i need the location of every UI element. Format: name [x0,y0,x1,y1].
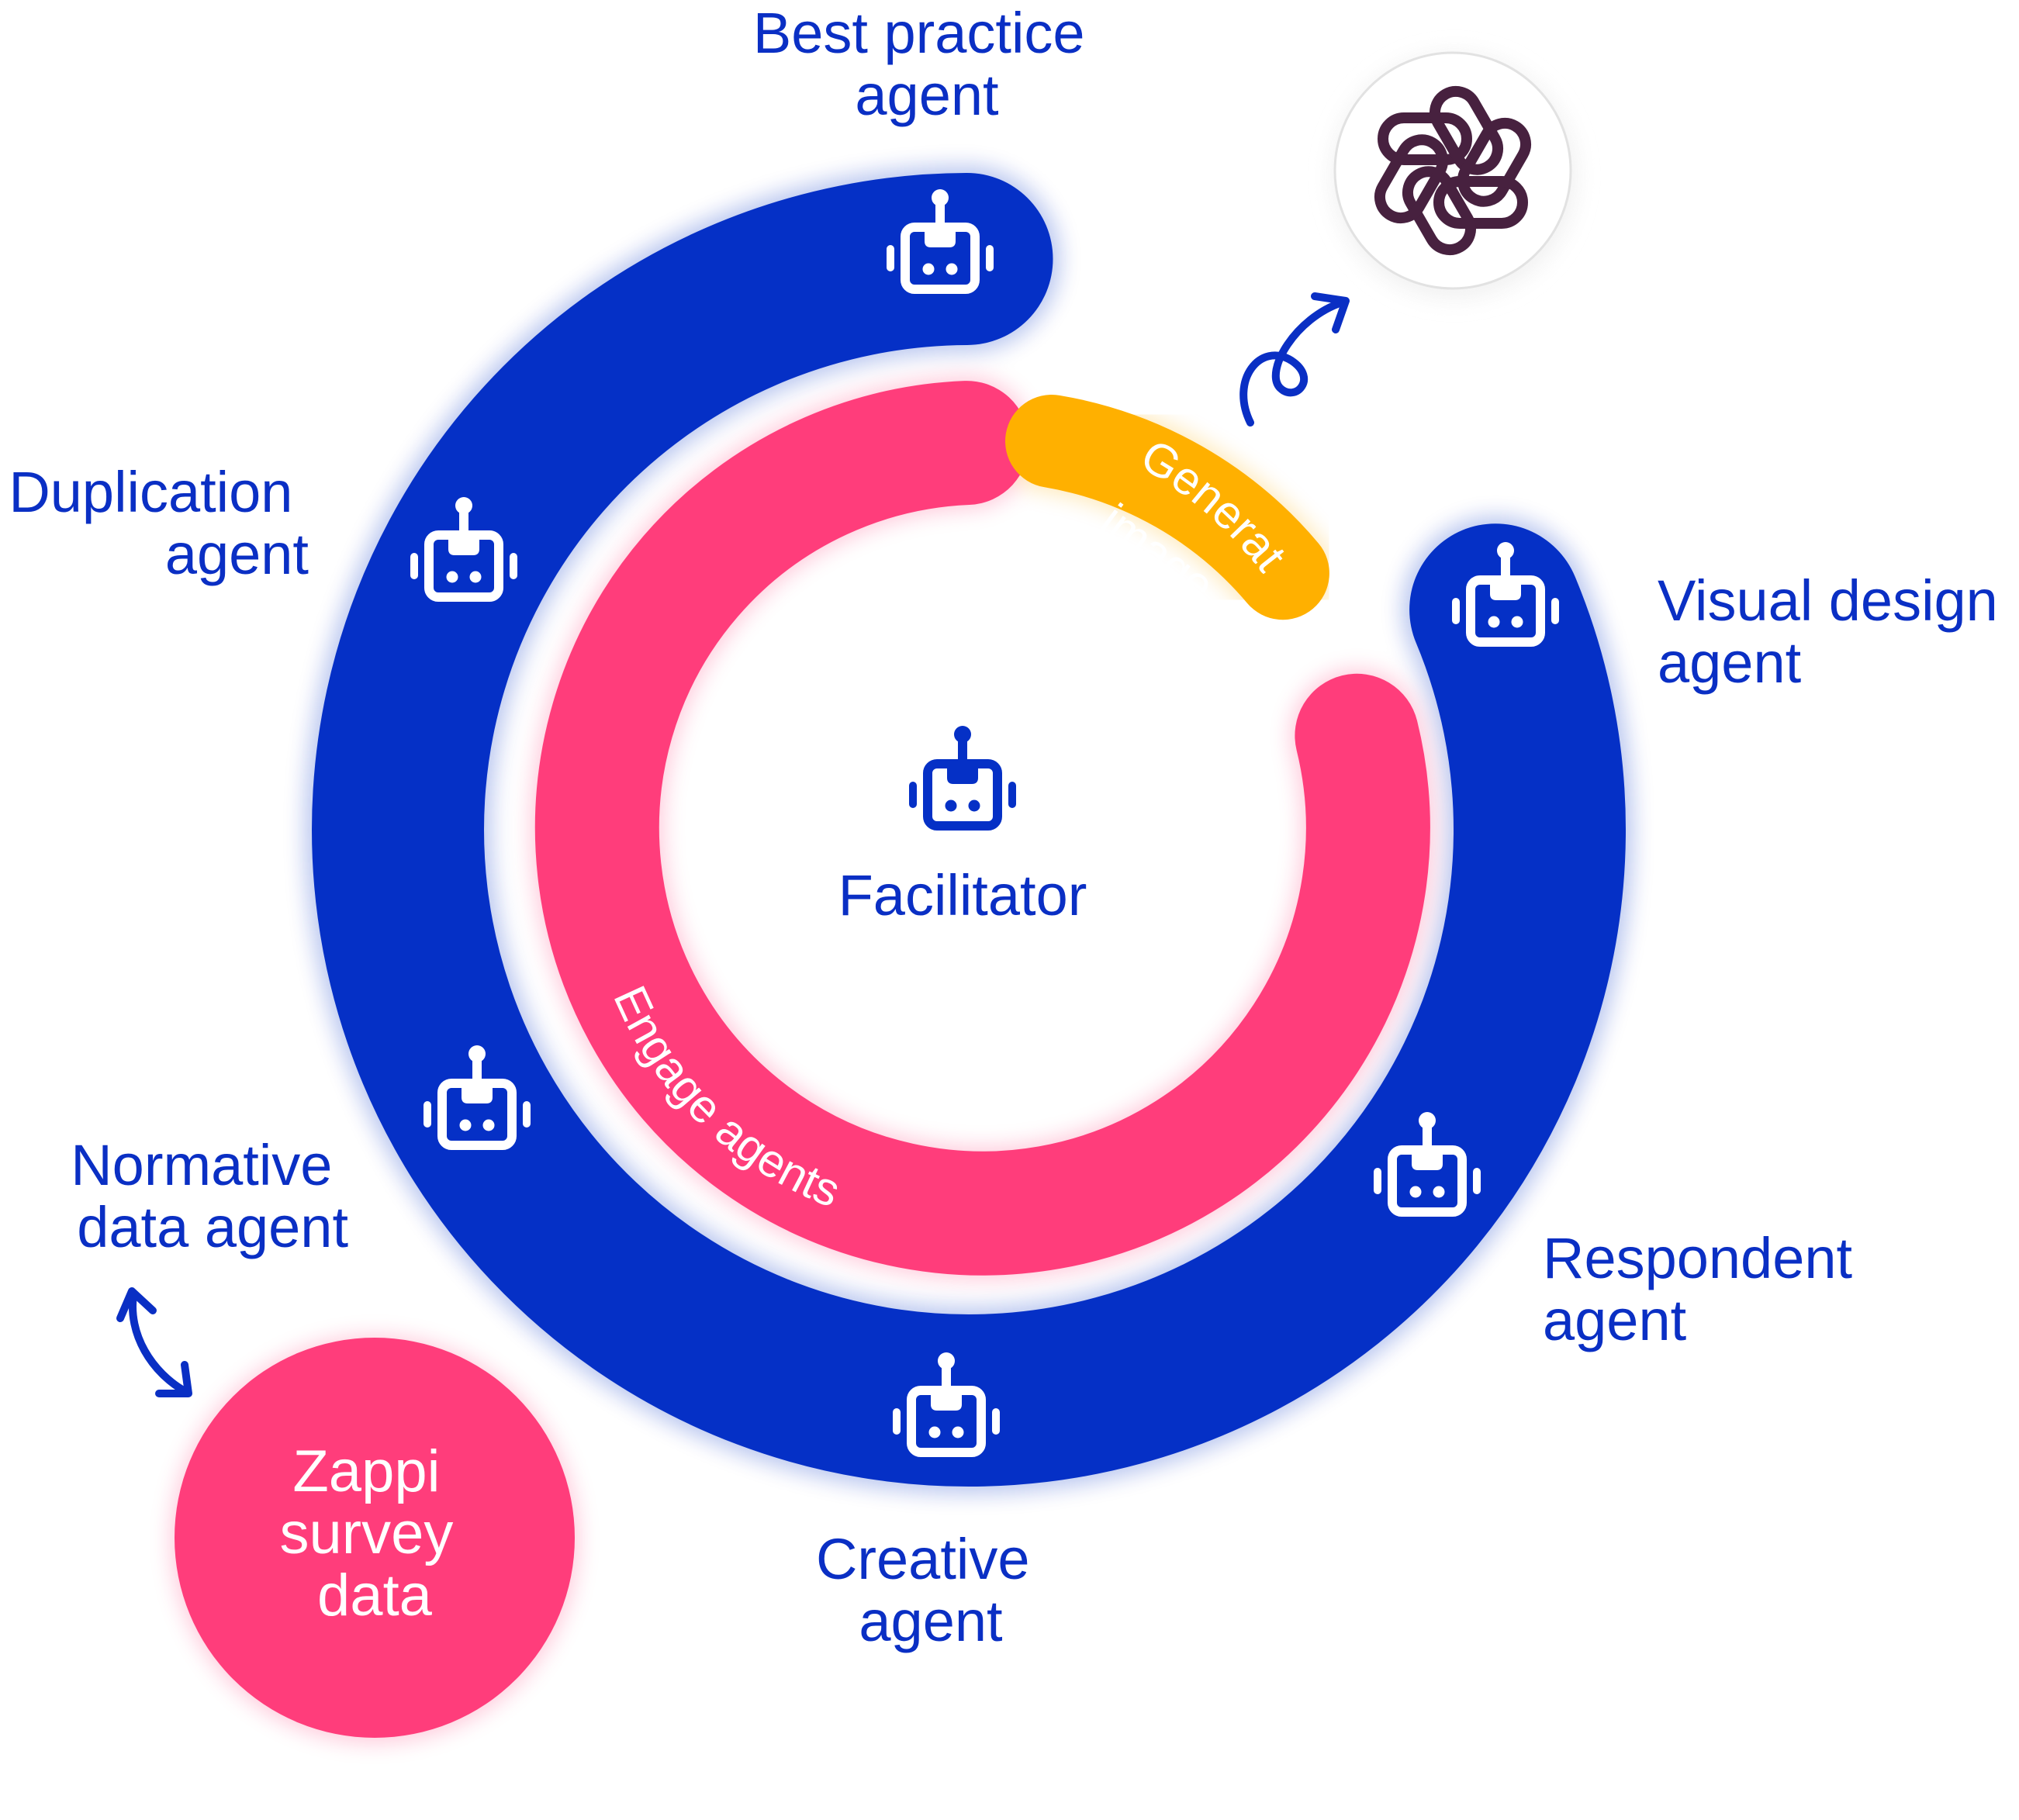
curved-arrow-icon [1239,292,1350,427]
best-practice-agent-label: Best practice agent [753,1,1101,127]
robot-icon-facilitator [909,726,1016,826]
zappi-survey-data-label: Zappi survey data [280,1438,470,1628]
double-arrow-icon [116,1287,192,1397]
duplication-agent-label: Duplication agent [9,460,309,586]
creative-agent-label: Creative agent [816,1527,1046,1653]
respondent-agent-label: Respondent agent [1543,1226,1869,1352]
generate-image-arc [1005,395,1329,620]
zappi-survey-data-circle [175,1338,575,1738]
facilitator-label: Facilitator [838,863,1087,927]
engage-agents-arc [534,381,1430,1276]
openai-logo-icon [1332,51,1577,299]
normative-data-agent-label: Normative data agent [71,1133,348,1259]
visual-design-agent-label: Visual design agent [1658,568,2014,695]
outer-agent-ring [312,173,1627,1487]
